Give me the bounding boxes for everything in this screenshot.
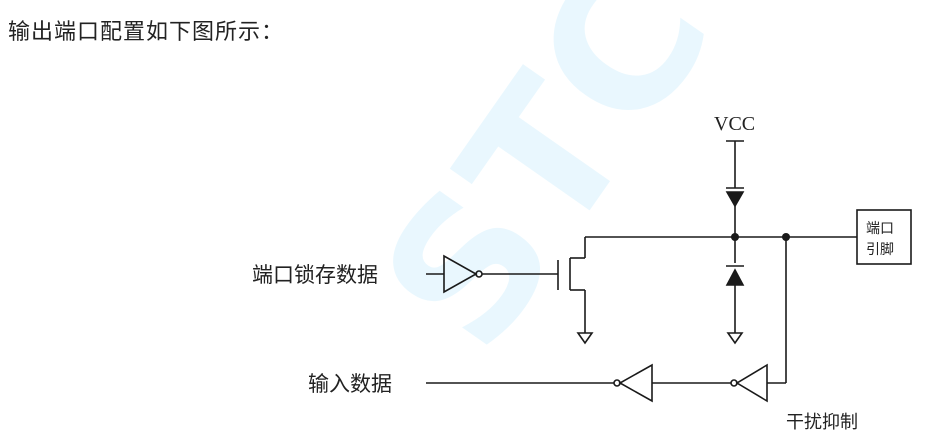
ground-icon-left (576, 332, 594, 345)
port-pin-label-top: 端口 (866, 221, 894, 237)
page-heading: 输出端口配置如下图所示： (8, 20, 285, 45)
input-buffer-icon (618, 363, 653, 403)
junction-dot-diode (731, 233, 739, 241)
latch-data-label: 端口锁存数据 (252, 263, 378, 287)
vcc-label: VCC (714, 113, 755, 135)
latch-inverter-icon (443, 254, 478, 294)
suppression-label: 干扰抑制 (786, 412, 858, 433)
port-pin-box (856, 209, 912, 265)
ground-icon-right (726, 332, 744, 345)
input-data-label: 输入数据 (308, 372, 392, 396)
junction-dot-feedback (782, 233, 790, 241)
upper-diode-icon (725, 191, 745, 208)
port-pin-label-bottom: 引脚 (866, 242, 894, 258)
lower-diode-icon (725, 268, 745, 286)
suppression-buffer-icon (735, 363, 768, 403)
